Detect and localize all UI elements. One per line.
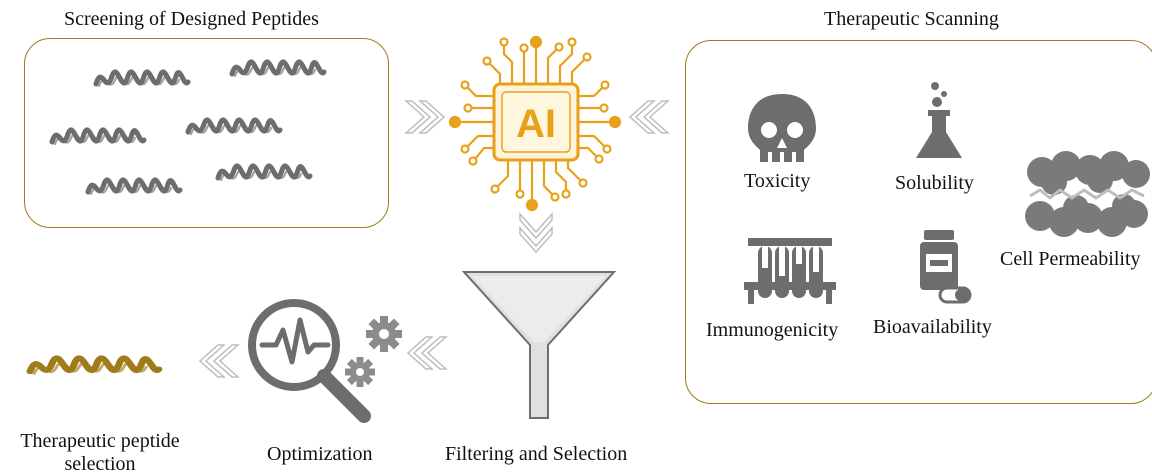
pill-bottle-icon: [920, 230, 972, 304]
cell-membrane-icon: [1025, 151, 1150, 237]
scanning-title: Therapeutic Scanning: [824, 8, 999, 30]
magnifier-pulse-icon: [248, 299, 371, 423]
label-filtering: Filtering and Selection: [445, 443, 628, 465]
double-chevron-arrow-icon: [407, 336, 447, 370]
label-solubility: Solubility: [895, 172, 974, 194]
label-optimization: Optimization: [267, 443, 373, 465]
peptide-helix-icon: [52, 62, 324, 194]
double-chevron-arrow-icon: [519, 213, 553, 253]
label-selection-line1: Therapeutic peptide: [20, 430, 180, 452]
gears-icon: [345, 316, 402, 387]
funnel-icon: [461, 271, 617, 419]
screening-title: Screening of Designed Peptides: [64, 8, 319, 30]
skull-icon: [748, 94, 816, 162]
label-immunogenicity: Immunogenicity: [706, 319, 839, 341]
double-chevron-arrow-icon: [199, 344, 239, 378]
label-cell-permeability: Cell Permeability: [1000, 248, 1141, 270]
label-toxicity: Toxicity: [744, 170, 811, 192]
double-chevron-arrow-icon: [629, 100, 669, 134]
label-selection-line2: selection: [64, 453, 136, 475]
ai-chip-icon: [448, 35, 622, 212]
selected-peptide-helix-icon: [30, 358, 159, 373]
flask-icon: [916, 82, 962, 158]
test-tubes-icon: [744, 238, 836, 304]
ai-chip-label: AI: [516, 102, 556, 146]
double-chevron-arrow-icon: [405, 100, 445, 134]
label-bioavailability: Bioavailability: [873, 316, 992, 338]
